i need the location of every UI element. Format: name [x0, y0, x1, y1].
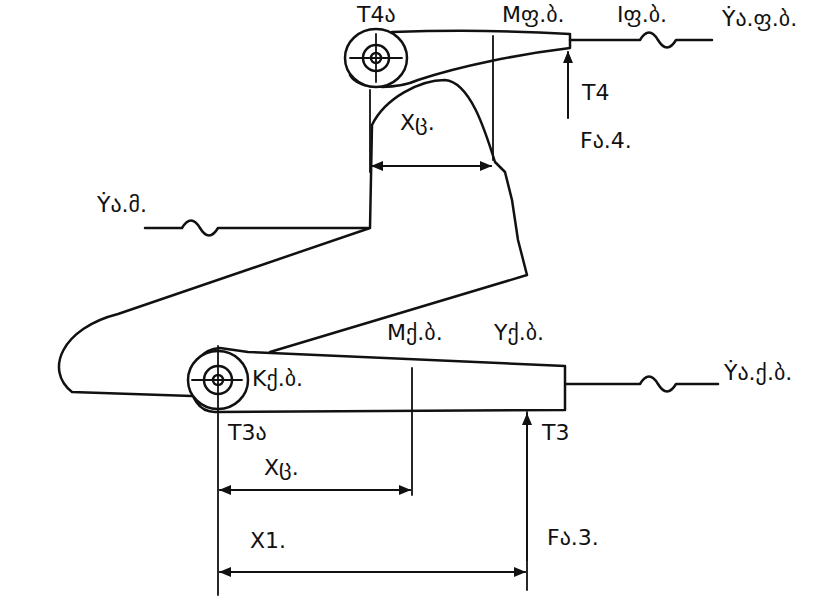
- part-label: Ẏა.ფ.ბ.: [720, 6, 799, 31]
- dimension-line: [220, 571, 525, 573]
- crosshair: [350, 34, 402, 82]
- extension-line: [370, 36, 493, 172]
- crosshair: [192, 379, 242, 381]
- input-line: [145, 221, 368, 236]
- part-label: Mფ.ბ.: [500, 2, 567, 27]
- part-label: T3ა: [226, 420, 269, 445]
- part-label: Xც.: [262, 455, 301, 480]
- body-outline: [59, 80, 527, 396]
- part-label: Fა.4.: [578, 128, 634, 153]
- force-arrow: [526, 414, 528, 560]
- part-label: Fა.3.: [545, 525, 601, 550]
- input-line: [570, 33, 712, 48]
- dimension-line: [372, 165, 491, 167]
- part-label: T4: [580, 80, 611, 105]
- part-label: X1.: [248, 528, 288, 553]
- input-line: [565, 377, 718, 392]
- dimension-line: [220, 489, 410, 491]
- part-label: Xც.: [398, 110, 437, 135]
- upper-pivot: [345, 29, 407, 87]
- part-label: Iფ.ბ.: [615, 2, 669, 27]
- part-label: Mქ.ბ.: [385, 320, 445, 345]
- dimension-line: [372, 165, 491, 167]
- force-arrow: [567, 52, 569, 118]
- part-label: Kქ.ბ.: [250, 366, 305, 391]
- extension-line: [218, 346, 527, 595]
- part-label: Ẏა.ქ.ბ.: [722, 360, 794, 385]
- part-label: T4ა: [355, 2, 398, 27]
- part-label: T3: [540, 420, 571, 445]
- dimension-line: [220, 489, 410, 491]
- part-label: Yქ.ბ.: [492, 320, 546, 345]
- part-label: Ẏა.მ.: [95, 192, 149, 217]
- dimension-line: [220, 571, 525, 573]
